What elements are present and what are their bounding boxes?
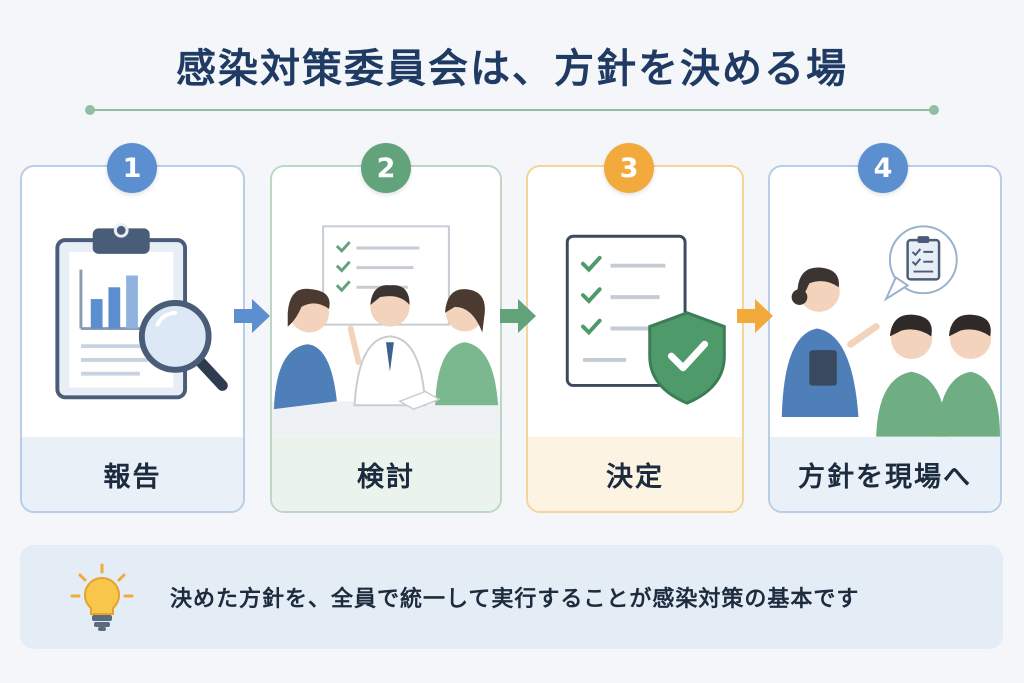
step-card-report: 報告	[20, 165, 245, 513]
team-discussion-icon	[272, 225, 500, 437]
arrow-right-icon	[500, 299, 536, 333]
step-number-badge: 4	[858, 143, 908, 193]
checklist-shield-icon	[565, 234, 726, 405]
step-label-report: 報告	[22, 437, 243, 511]
step-number-badge: 1	[107, 143, 157, 193]
light-bulb-icon	[70, 563, 134, 631]
key-point-banner: 決めた方針を、全員で統一して実行することが感染対策の基本です	[20, 545, 1003, 649]
step-card-review: 検討	[270, 165, 502, 513]
page-title: 感染対策委員会は、方針を決める場	[176, 46, 848, 92]
step-card-implement: 方針を現場へ	[768, 165, 1002, 513]
staff-instruction-icon	[781, 225, 1000, 437]
key-point-text: 決めた方針を、全員で統一して実行することが感染対策の基本です	[170, 587, 860, 612]
step-label-implement: 方針を現場へ	[770, 437, 1000, 511]
step-card-decision: 決定	[526, 165, 744, 513]
title-divider	[85, 105, 939, 115]
report-clipboard-magnifier-icon	[55, 222, 228, 400]
step-label-decision: 決定	[528, 437, 742, 511]
step-number-badge: 3	[604, 143, 654, 193]
step-label-review: 検討	[272, 437, 500, 511]
arrow-right-icon	[234, 299, 270, 333]
step-number-badge: 2	[361, 143, 411, 193]
arrow-right-icon	[737, 299, 773, 333]
